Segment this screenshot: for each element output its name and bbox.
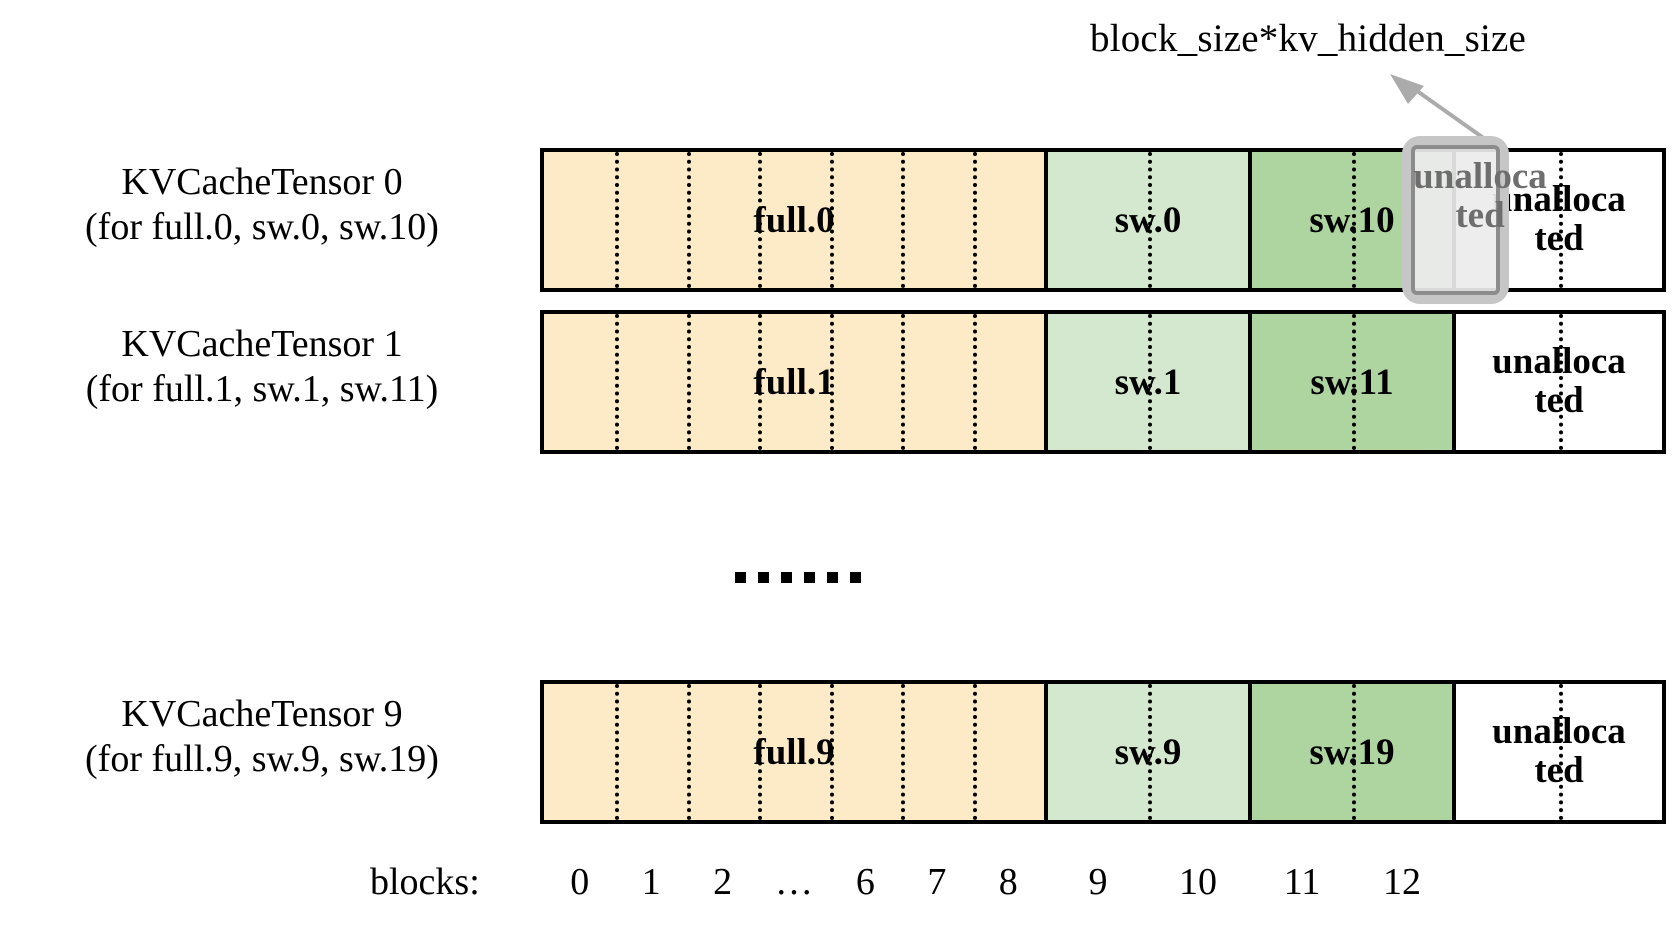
block-tick-6: 6	[855, 861, 875, 903]
row-caption-1-line2: (for full.1, sw.1, sw.11)	[85, 367, 439, 410]
row-caption-9-line2: (for full.9, sw.9, sw.19)	[85, 737, 439, 780]
segment-full-0-label: full.0	[753, 199, 835, 241]
vertical-ellipsis-icon	[735, 572, 861, 583]
block-tick-11: 11	[1283, 861, 1321, 903]
block-tick-12: 12	[1383, 861, 1421, 903]
segment-sw-a-0-label: sw.0	[1114, 199, 1182, 241]
block-tick-7: 7	[927, 861, 947, 903]
row-caption-1-line1: KVCacheTensor 1	[121, 323, 403, 365]
segment-sw-a-0[interactable]: sw.0	[1048, 152, 1252, 288]
segment-sw-b-9[interactable]: sw.19	[1252, 684, 1456, 820]
segment-full-1-label: full.1	[753, 361, 835, 403]
segment-full-0[interactable]: full.0	[544, 152, 1048, 288]
block-tick-1: 1	[641, 861, 661, 903]
highlighted-block-outline[interactable]	[1402, 136, 1509, 304]
segment-full-9-label: full.9	[753, 731, 835, 773]
segment-sw-b-9-label: sw.19	[1309, 731, 1395, 773]
block-tick-…: …	[775, 861, 813, 903]
blocks-axis-title: blocks:	[370, 861, 480, 903]
row-caption-9-line1: KVCacheTensor 9	[121, 693, 403, 735]
segment-sw-b-0-label: sw.10	[1309, 199, 1395, 241]
row-caption-0-line1: KVCacheTensor 0	[121, 161, 403, 203]
segment-sw-b-1[interactable]: sw.11	[1252, 314, 1456, 450]
row-caption-0: KVCacheTensor 0 (for full.0, sw.0, sw.10…	[0, 160, 524, 250]
block-tick-0: 0	[570, 861, 590, 903]
segment-full-9[interactable]: full.9	[544, 684, 1048, 820]
row-caption-1: KVCacheTensor 1 (for full.1, sw.1, sw.11…	[0, 322, 524, 412]
segment-sw-b-1-label: sw.11	[1310, 361, 1394, 403]
block-tick-2: 2	[713, 861, 733, 903]
block-tick-10: 10	[1179, 861, 1217, 903]
block-tick-9: 9	[1088, 861, 1108, 903]
segment-sw-a-9-label: sw.9	[1114, 731, 1182, 773]
block-tick-8: 8	[998, 861, 1018, 903]
row-caption-0-line2: (for full.0, sw.0, sw.10)	[85, 205, 439, 248]
segment-full-1[interactable]: full.1	[544, 314, 1048, 450]
segment-sw-a-1[interactable]: sw.1	[1048, 314, 1252, 450]
annotation-label: block_size*kv_hidden_size	[1090, 17, 1527, 60]
segment-sw-a-1-label: sw.1	[1114, 361, 1182, 403]
segment-sw-a-9[interactable]: sw.9	[1048, 684, 1252, 820]
row-caption-9: KVCacheTensor 9 (for full.9, sw.9, sw.19…	[0, 692, 524, 782]
annotation-arrow-icon	[1390, 74, 1494, 146]
